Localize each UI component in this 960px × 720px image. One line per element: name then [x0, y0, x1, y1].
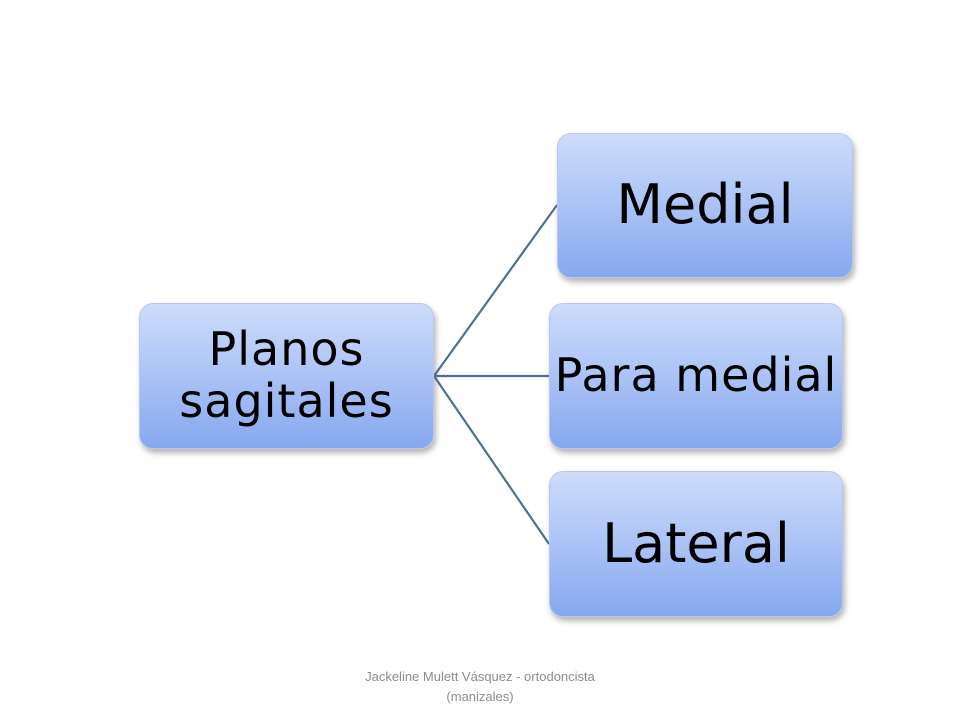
slide-footer: Jackeline Mulett Vásquez - ortodoncista … [365, 669, 595, 704]
connector-root-to-medial [433, 204, 558, 377]
node-para-medial: Para medial [549, 303, 843, 449]
node-lateral: Lateral [549, 471, 843, 617]
node-planos-sagitales: Planos sagitales [139, 303, 434, 449]
node-label: Medial [616, 173, 794, 237]
node-label: Planos sagitales [179, 322, 394, 428]
connector-root-to-lateral [433, 375, 550, 545]
node-label: Lateral [602, 511, 790, 575]
node-medial: Medial [557, 133, 853, 278]
node-label: Para medial [554, 348, 838, 403]
